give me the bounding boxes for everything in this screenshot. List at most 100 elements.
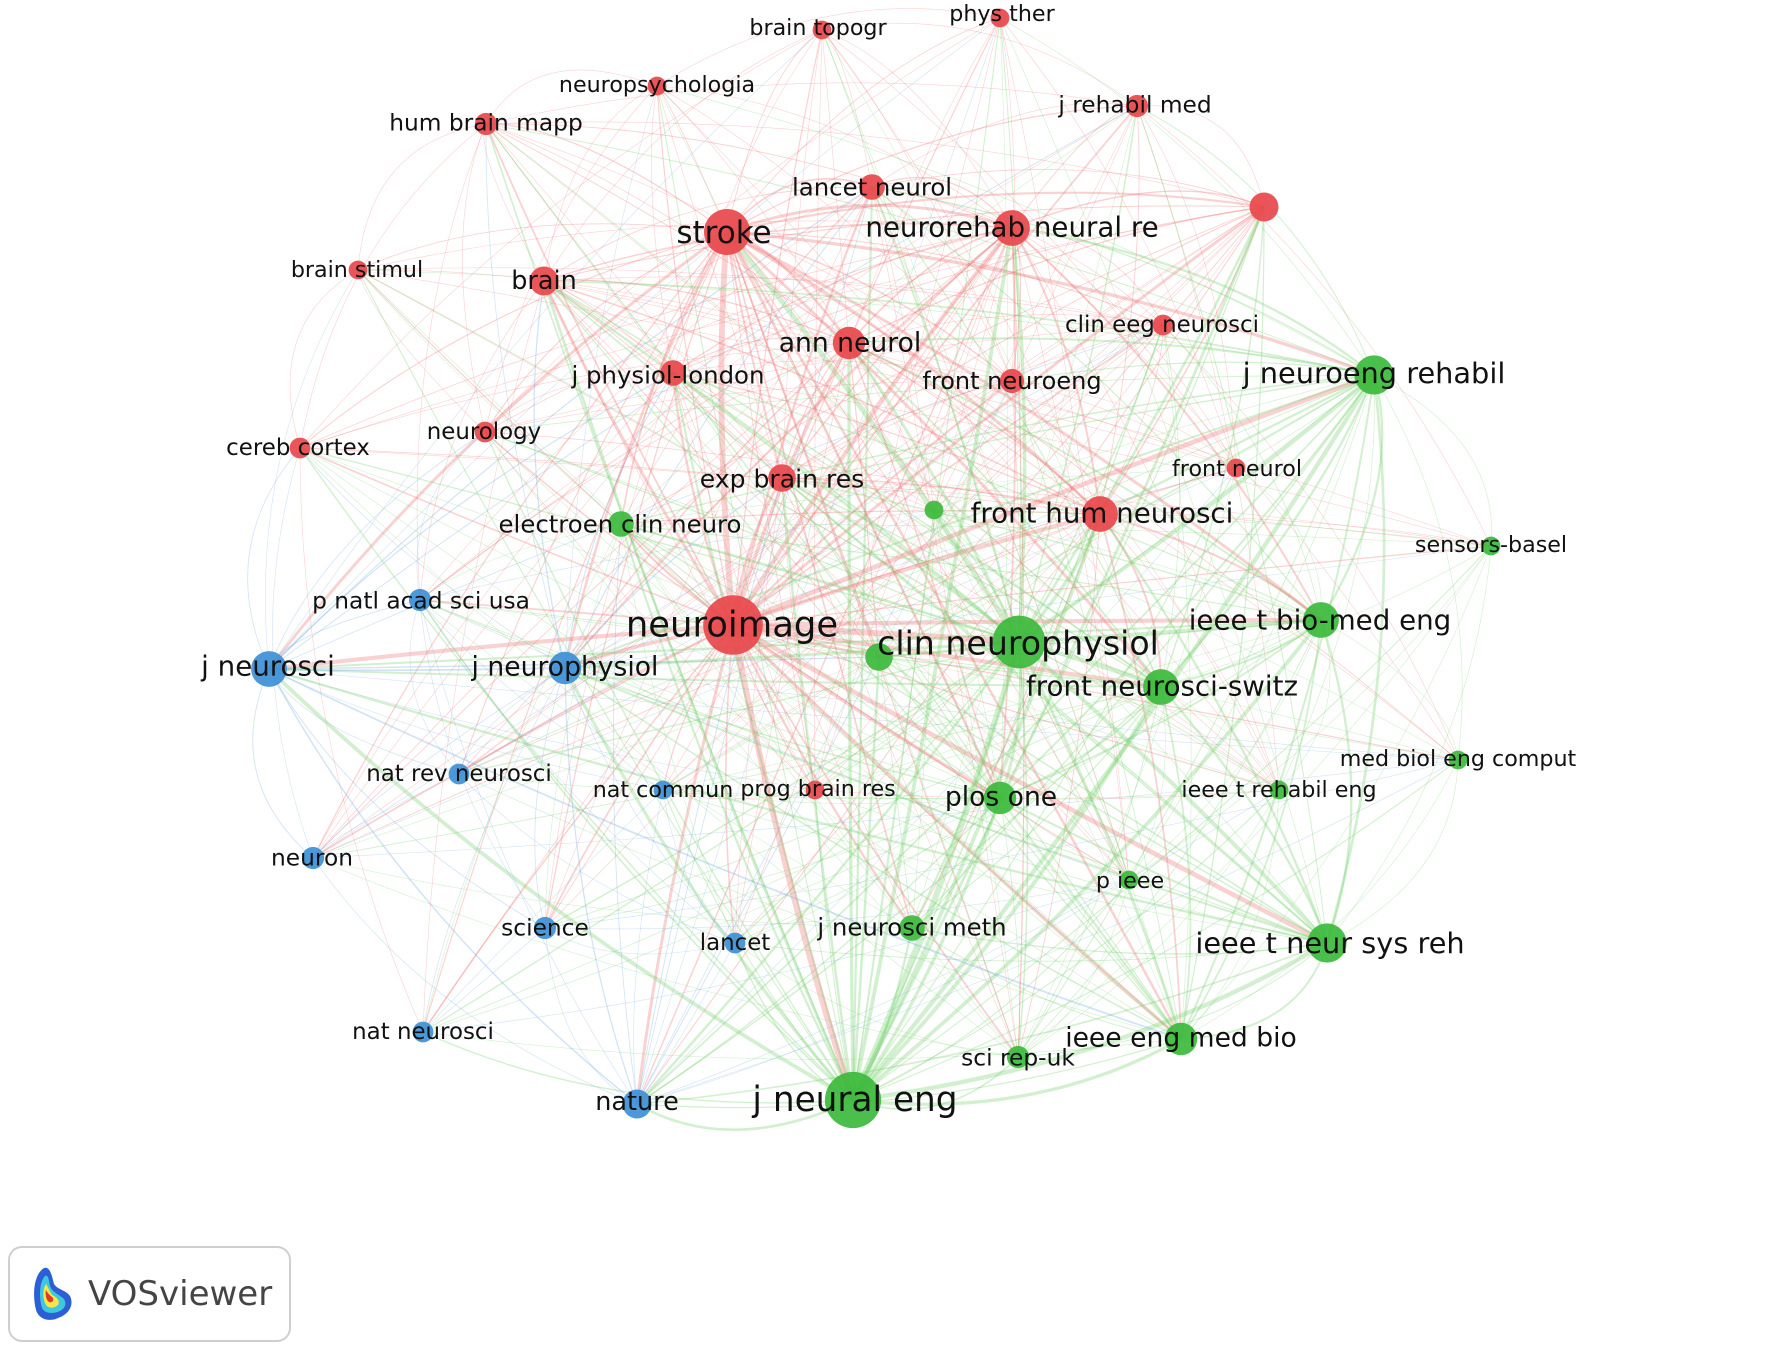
label-neuron[interactable]: neuron xyxy=(271,845,353,872)
node-j-neurophysiol[interactable] xyxy=(548,651,582,685)
label-neuroimage[interactable]: neuroimage xyxy=(626,605,838,646)
label-prog-brain-res[interactable]: prog brain res xyxy=(740,776,895,802)
label-j-neurosci[interactable]: j neurosci xyxy=(200,650,335,683)
label-clin-eeg-neurosci[interactable]: clin eeg neurosci xyxy=(1065,312,1259,338)
label-neurology[interactable]: neurology xyxy=(427,419,541,445)
node-clin-eeg-neurosci[interactable] xyxy=(1152,314,1174,336)
node-clin-neurophysiol[interactable] xyxy=(992,615,1046,669)
label-cereb-cortex[interactable]: cereb cortex xyxy=(226,435,370,461)
node-electroen-clin-neuro[interactable] xyxy=(608,511,634,537)
label-exp-brain-res[interactable]: exp brain res xyxy=(700,465,865,494)
label-nat-neurosci[interactable]: nat neurosci xyxy=(352,1019,494,1045)
node-j-neurosci-meth[interactable] xyxy=(899,915,925,941)
label-ieee-t-bio-med-eng[interactable]: ieee t bio-med eng xyxy=(1189,604,1452,637)
label-ieee-eng-med-bio[interactable]: ieee eng med bio xyxy=(1065,1023,1297,1054)
label-front-neuroeng[interactable]: front neuroeng xyxy=(922,367,1101,395)
node-neurorehab-neural-re[interactable] xyxy=(994,210,1030,246)
node-cereb-cortex[interactable] xyxy=(289,437,311,459)
edge-link xyxy=(636,656,880,1105)
node-lancet[interactable] xyxy=(724,932,746,954)
node-nat-neurosci[interactable] xyxy=(412,1021,434,1043)
label-lancet-neurol[interactable]: lancet neurol xyxy=(792,173,952,202)
node-p-natl-acad-sci-usa[interactable] xyxy=(408,588,432,612)
label-ieee-t-rehabil-eng[interactable]: ieee t rehabil eng xyxy=(1181,777,1376,803)
node-j-rehabil-med[interactable] xyxy=(1125,94,1149,118)
label-j-rehabil-med[interactable]: j rehabil med xyxy=(1057,92,1211,119)
node-neuron[interactable] xyxy=(301,846,325,870)
node-unlabeled-green[interactable] xyxy=(924,500,944,520)
label-science[interactable]: science xyxy=(501,915,589,942)
node-nat-rev-neurosci[interactable] xyxy=(448,763,470,785)
node-front-neurosci-switz[interactable] xyxy=(1143,669,1179,705)
label-neuropsychologia[interactable]: neuropsychologia xyxy=(559,72,755,98)
label-sensors-basel[interactable]: sensors-basel xyxy=(1415,532,1567,558)
label-nat-rev-neurosci[interactable]: nat rev neurosci xyxy=(366,761,551,787)
node-ieee-t-neur-sys-reh[interactable] xyxy=(1307,923,1347,963)
label-front-hum-neurosci[interactable]: front hum neurosci xyxy=(971,497,1234,530)
label-p-natl-acad-sci-usa[interactable]: p natl acad sci usa xyxy=(312,588,530,615)
label-brain-stimul[interactable]: brain stimul xyxy=(291,257,423,283)
node-front-neurol[interactable] xyxy=(1226,458,1246,478)
node-sci-rep-uk[interactable] xyxy=(1006,1045,1030,1069)
node-ieee-t-rehabil-eng[interactable] xyxy=(1269,780,1289,800)
label-front-neurol[interactable]: front neurol xyxy=(1172,456,1302,482)
node-sensors-basel[interactable] xyxy=(1481,536,1501,556)
edge-link xyxy=(1099,373,1375,516)
node-exp-brain-res[interactable] xyxy=(768,464,796,492)
node-phys-ther[interactable] xyxy=(990,8,1010,28)
label-j-neurophysiol[interactable]: j neurophysiol xyxy=(471,652,659,683)
label-front-neurosci-switz[interactable]: front neurosci-switz xyxy=(1026,670,1298,703)
label-ann-neurol[interactable]: ann neurol xyxy=(779,328,922,359)
node-nat-commun[interactable] xyxy=(653,780,673,800)
label-j-neural-eng[interactable]: j neural eng xyxy=(751,1080,957,1120)
label-nature[interactable]: nature xyxy=(595,1087,679,1117)
node-ann-neurol[interactable] xyxy=(832,326,866,360)
node-plos-one[interactable] xyxy=(983,781,1017,815)
node-p-ieee[interactable] xyxy=(1119,870,1139,890)
node-unlabeled-red[interactable] xyxy=(1249,192,1279,222)
node-neurology[interactable] xyxy=(474,421,496,443)
node-brain-stimul[interactable] xyxy=(348,260,368,280)
label-j-physiol-london[interactable]: j physiol-london xyxy=(571,361,765,390)
label-p-ieee[interactable]: p ieee xyxy=(1096,868,1164,894)
label-j-neuroeng-rehabil[interactable]: j neuroeng rehabil xyxy=(1242,356,1506,390)
node-science[interactable] xyxy=(533,916,557,940)
label-clin-neurophysiol[interactable]: clin neurophysiol xyxy=(877,624,1159,663)
node-prog-brain-res[interactable] xyxy=(805,780,825,800)
label-nat-commun[interactable]: nat commun xyxy=(593,777,734,803)
node-stroke[interactable] xyxy=(704,209,750,255)
label-plos-one[interactable]: plos one xyxy=(945,782,1057,813)
node-j-physiol-london[interactable] xyxy=(660,360,686,386)
node-hum-brain-mapp[interactable] xyxy=(474,112,498,136)
node-lancet-neurol[interactable] xyxy=(859,174,885,200)
label-stroke[interactable]: stroke xyxy=(676,215,771,251)
label-electroen-clin-neuro[interactable]: electroen clin neuro xyxy=(499,510,742,539)
edge-link xyxy=(662,656,880,791)
node-nature[interactable] xyxy=(622,1089,652,1119)
node-ieee-t-bio-med-eng[interactable] xyxy=(1303,602,1339,638)
edge-link xyxy=(312,342,850,859)
node-j-neurosci[interactable] xyxy=(251,651,287,687)
label-phys-ther[interactable]: phys ther xyxy=(949,1,1055,27)
node-front-hum-neurosci[interactable] xyxy=(1082,496,1118,532)
node-neuropsychologia[interactable] xyxy=(647,76,667,96)
node-med-biol-eng-comput[interactable] xyxy=(1448,750,1468,770)
label-sci-rep-uk[interactable]: sci rep-uk xyxy=(961,1045,1075,1072)
node-neuroimage[interactable] xyxy=(703,595,763,655)
node-front-neuroeng[interactable] xyxy=(999,368,1025,394)
label-lancet[interactable]: lancet xyxy=(700,930,771,956)
node-ieee-eng-med-bio[interactable] xyxy=(1164,1022,1198,1056)
label-neurorehab-neural-re[interactable]: neurorehab neural re xyxy=(865,211,1158,244)
label-ieee-t-neur-sys-reh[interactable]: ieee t neur sys reh xyxy=(1195,926,1464,960)
node-j-neural-eng[interactable] xyxy=(824,1071,882,1129)
label-hum-brain-mapp[interactable]: hum brain mapp xyxy=(389,110,582,137)
node-brain[interactable] xyxy=(529,266,559,296)
node-brain-topogr[interactable] xyxy=(812,20,832,40)
node-unlabeled-green-2[interactable] xyxy=(865,643,893,671)
node-j-neuroeng-rehabil[interactable] xyxy=(1354,355,1394,395)
label-j-neurosci-meth[interactable]: j neurosci meth xyxy=(816,913,1006,942)
label-brain[interactable]: brain xyxy=(511,266,577,296)
label-brain-topogr[interactable]: brain topogr xyxy=(749,15,887,41)
label-med-biol-eng-comput[interactable]: med biol eng comput xyxy=(1340,746,1577,772)
